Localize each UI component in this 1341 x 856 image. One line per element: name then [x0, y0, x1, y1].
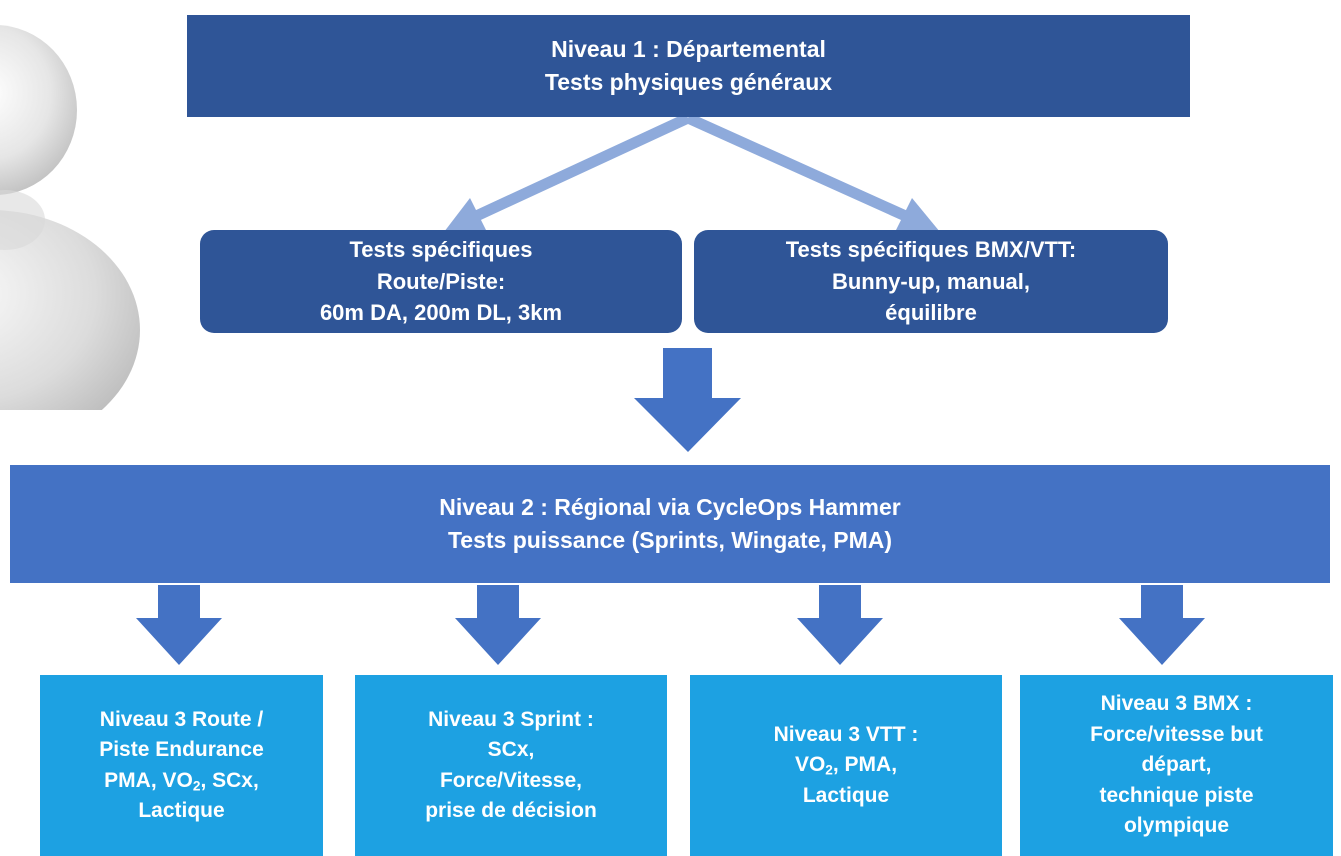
level3-bmx-line4: technique piste — [1099, 783, 1254, 807]
level3-road-line1: Niveau 3 Route / — [99, 707, 264, 731]
block-arrow-down-3 — [797, 585, 883, 665]
specific-bmx-line2: Bunny-up, manual, — [831, 268, 1030, 294]
level3-sprint-line4: prise de décision — [425, 798, 597, 822]
level2-subtitle: Tests puissance (Sprints, Wingate, PMA) — [447, 527, 893, 553]
level3-sprint-line3: Force/Vitesse, — [439, 768, 583, 792]
arrowhead-right — [894, 198, 940, 234]
level3-bmx-line1: Niveau 3 BMX : — [1100, 692, 1253, 716]
specific-road-line3: 60m DA, 200m DL, 3km — [319, 300, 563, 326]
level3-bmx-box: Niveau 3 BMX : Force/vitesse but départ,… — [1020, 675, 1333, 856]
level3-vtt-line1: Niveau 3 VTT : — [773, 722, 919, 746]
specific-tests-bmx-vtt-box: Tests spécifiques BMX/VTT: Bunny-up, man… — [694, 230, 1168, 333]
level1-subtitle: Tests physiques généraux — [544, 69, 833, 95]
level3-sprint-line2: SCx, — [487, 738, 535, 762]
level3-vtt-line2: VO2, PMA, — [794, 753, 898, 778]
specific-road-line2: Route/Piste: — [376, 268, 506, 294]
level3-road-line2: Piste Endurance — [99, 738, 264, 762]
decorative-figure — [0, 0, 160, 410]
specific-bmx-line1: Tests spécifiques BMX/VTT: — [785, 236, 1077, 262]
block-arrow-down-main — [634, 348, 741, 452]
level3-bmx-line3: départ, — [1141, 753, 1212, 777]
block-arrow-down-2 — [455, 585, 541, 665]
level3-bmx-line5: olympique — [1123, 814, 1229, 838]
level3-road-line4: Lactique — [138, 798, 225, 822]
level3-road-line3: PMA, VO2, SCx, — [104, 768, 259, 793]
specific-bmx-line3: équilibre — [885, 300, 977, 326]
level3-vtt-box: Niveau 3 VTT : VO2, PMA, Lactique — [690, 675, 1002, 856]
level2-box: Niveau 2 : Régional via CycleOps Hammer … — [10, 465, 1330, 583]
arrowhead-left — [444, 198, 488, 234]
level3-road-endurance-box: Niveau 3 Route / Piste Endurance PMA, VO… — [40, 675, 323, 856]
level1-box: Niveau 1 : Départemental Tests physiques… — [187, 15, 1190, 117]
block-arrow-down-1 — [136, 585, 222, 665]
connector-arrow-left — [469, 113, 691, 223]
level3-sprint-line1: Niveau 3 Sprint : — [428, 707, 594, 731]
level3-sprint-box: Niveau 3 Sprint : SCx, Force/Vitesse, pr… — [355, 675, 667, 856]
connector-arrow-right — [685, 112, 913, 224]
specific-tests-road-track-box: Tests spécifiques Route/Piste: 60m DA, 2… — [200, 230, 682, 333]
specific-road-line1: Tests spécifiques — [349, 236, 533, 262]
level3-vtt-line3: Lactique — [802, 783, 890, 807]
block-arrow-down-4 — [1119, 585, 1205, 665]
level2-title: Niveau 2 : Régional via CycleOps Hammer — [439, 493, 901, 520]
level3-bmx-line2: Force/vitesse but — [1090, 722, 1263, 746]
level1-title: Niveau 1 : Départemental — [551, 35, 826, 62]
